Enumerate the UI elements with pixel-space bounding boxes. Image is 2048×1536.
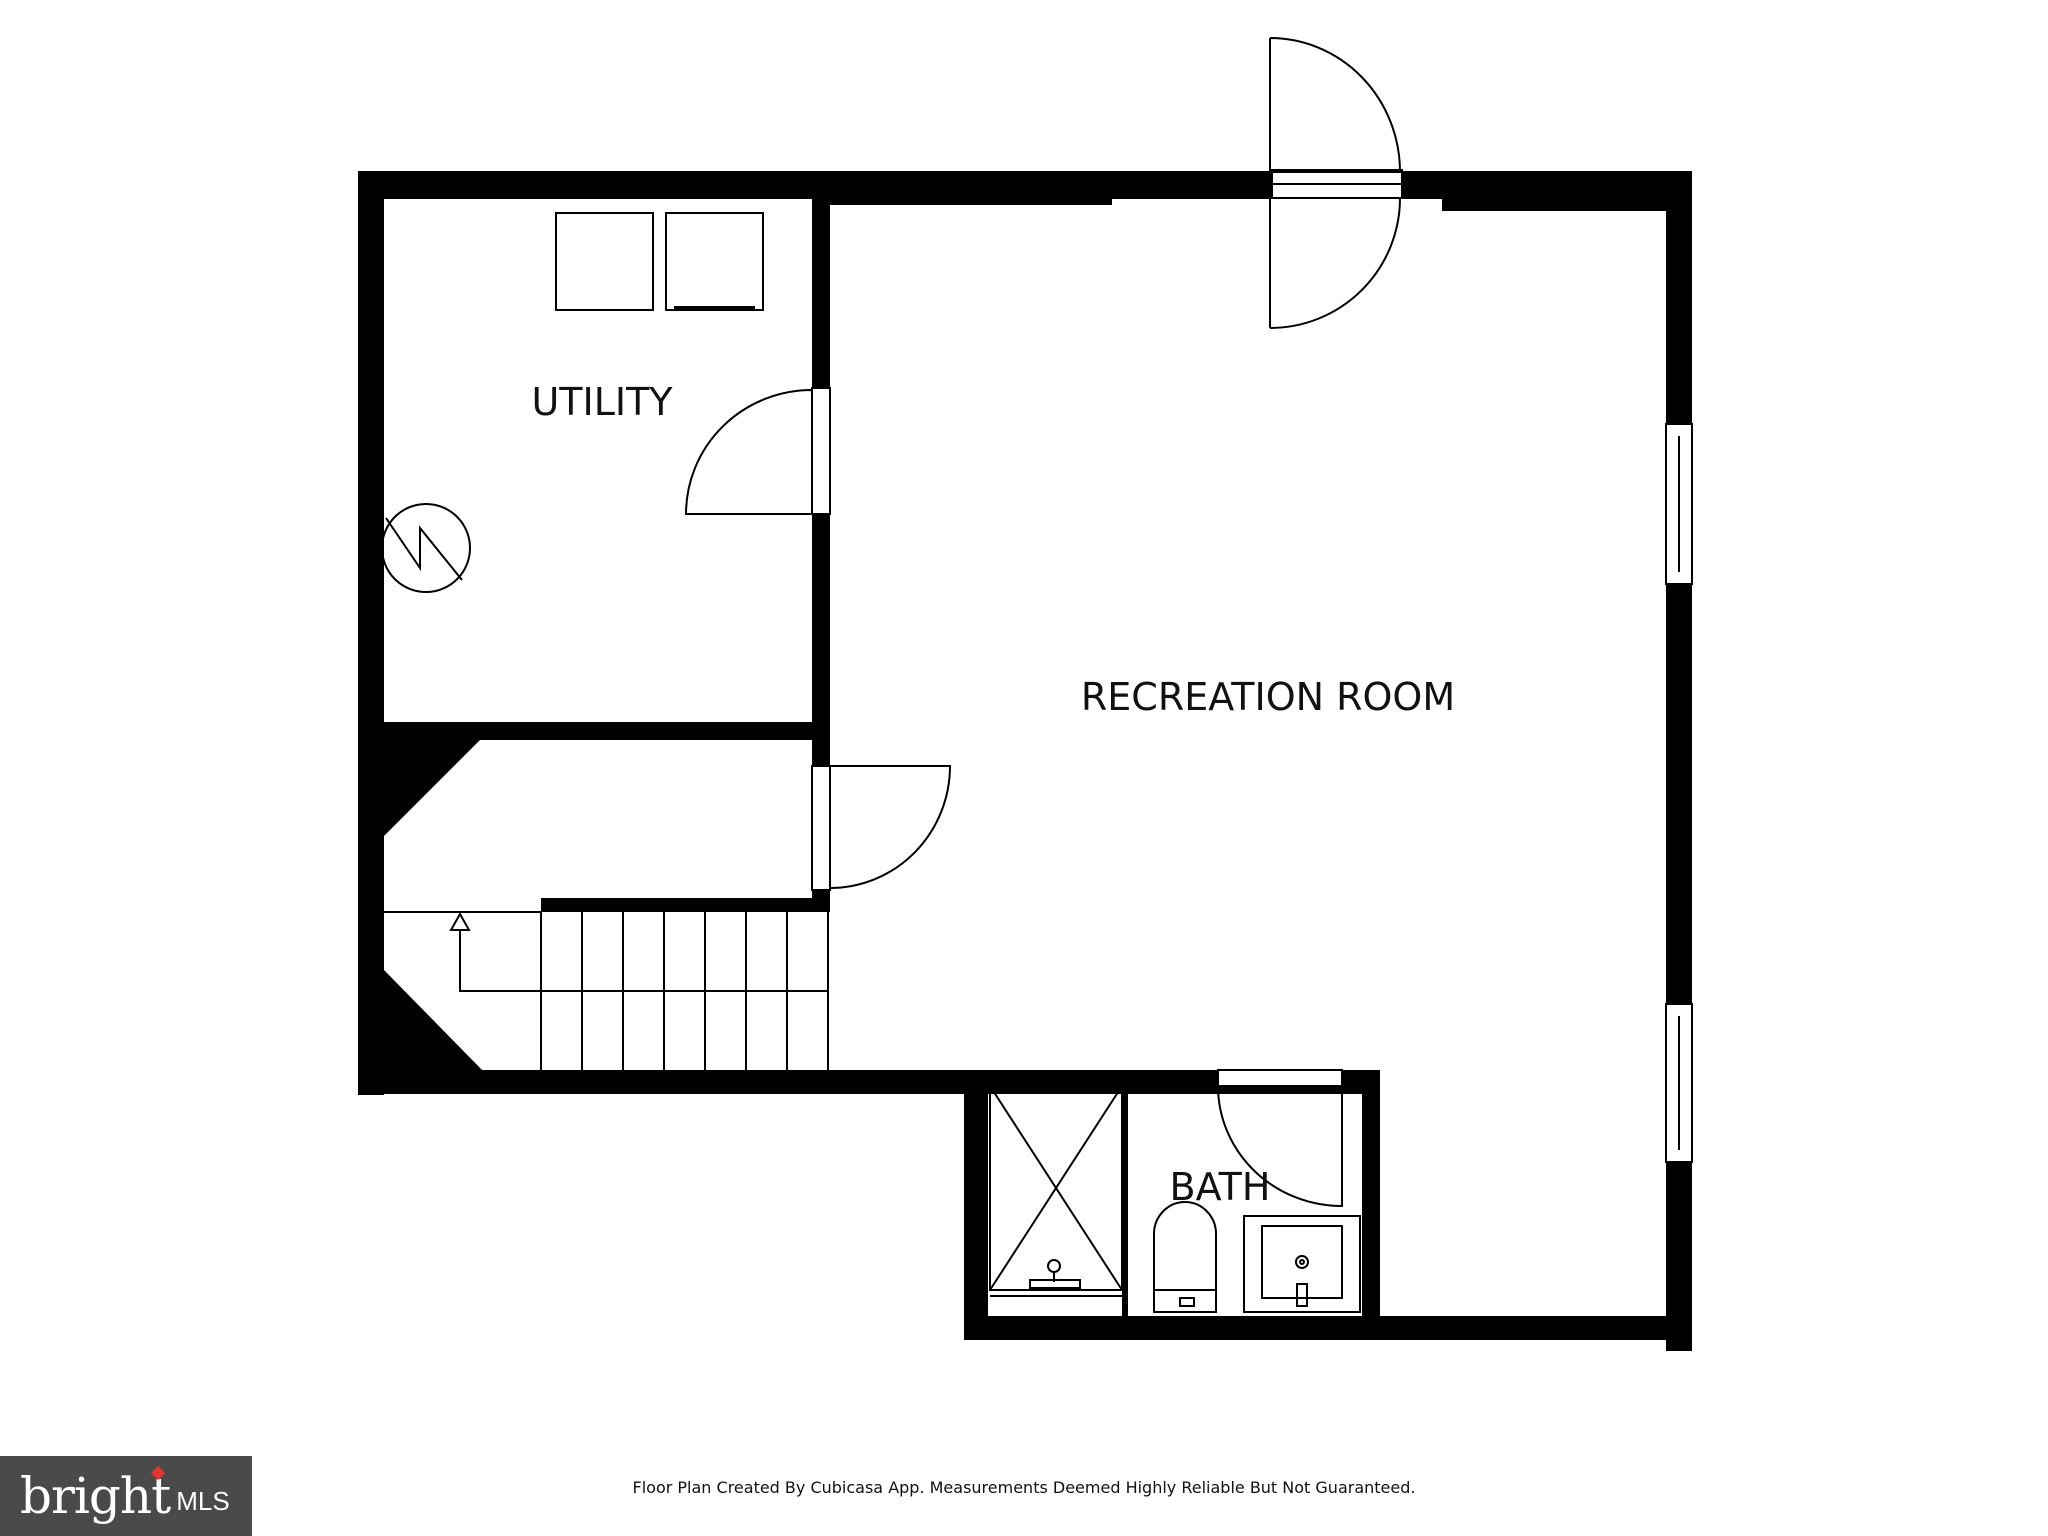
sink-basin bbox=[1261, 1225, 1343, 1299]
bright-mls-logo: bright MLS bbox=[0, 1456, 252, 1536]
vanity-outer bbox=[1243, 1215, 1361, 1313]
stair-corner-bottom bbox=[384, 970, 484, 1072]
wall-bottom bbox=[964, 1316, 1692, 1340]
room-label-utility: UTILITY bbox=[531, 380, 673, 424]
toilet-tank bbox=[1153, 1289, 1217, 1313]
bath-door-gap bbox=[1217, 1069, 1343, 1087]
water-heater bbox=[381, 503, 471, 593]
utility-door-gap bbox=[811, 387, 831, 515]
entry-door-swing-in bbox=[1269, 197, 1402, 329]
footer-disclaimer: Floor Plan Created By Cubicasa App. Meas… bbox=[632, 1478, 1416, 1497]
stair-door-swing bbox=[829, 765, 952, 889]
bath-fixtures bbox=[989, 1085, 1361, 1313]
openings bbox=[811, 169, 1693, 1163]
stair-arrow-line bbox=[459, 918, 541, 992]
washer bbox=[555, 212, 654, 311]
wall-top-inner bbox=[826, 197, 1112, 205]
door-swings bbox=[684, 37, 1402, 1208]
logo-mls: MLS bbox=[176, 1485, 230, 1516]
stair-corner-top bbox=[384, 740, 480, 836]
bath-door-swing bbox=[1216, 1085, 1343, 1208]
wall-bath-right bbox=[1362, 1070, 1380, 1340]
stair-arrow-head bbox=[449, 911, 471, 931]
shower-diag-2 bbox=[989, 1085, 1123, 1291]
sink-drain-outer bbox=[1295, 1255, 1309, 1269]
entry-door-swing-out bbox=[1269, 37, 1402, 173]
wall-right bbox=[1666, 171, 1692, 1351]
toilet-handle bbox=[1179, 1297, 1195, 1307]
wall-utility-bottom bbox=[360, 722, 830, 740]
wall-stair-upper bbox=[541, 898, 830, 912]
utility-door-swing bbox=[684, 389, 813, 515]
wall-shower bbox=[1122, 1085, 1128, 1317]
stair-door-gap bbox=[811, 765, 831, 891]
shower bbox=[989, 1085, 1123, 1291]
sink-faucet bbox=[1296, 1283, 1308, 1307]
logo-word: bright bbox=[20, 1467, 171, 1525]
room-label-bath: BATH bbox=[1170, 1165, 1271, 1209]
stairs bbox=[384, 911, 829, 1070]
wall-top bbox=[360, 171, 1691, 199]
wall-left bbox=[358, 171, 384, 1095]
wall-top-inner-right bbox=[1442, 197, 1692, 211]
walls bbox=[358, 171, 1692, 1351]
sink-drain-inner bbox=[1299, 1259, 1305, 1265]
dryer bbox=[665, 212, 764, 311]
toilet bbox=[1153, 1201, 1217, 1290]
wall-bath-left bbox=[964, 1070, 988, 1340]
shower-head bbox=[1047, 1259, 1061, 1273]
utility-fixtures bbox=[381, 212, 764, 593]
room-label-recreation: RECREATION ROOM bbox=[1081, 675, 1455, 719]
water-heater-symbol bbox=[385, 517, 463, 581]
wall-bottom-left bbox=[358, 1070, 1378, 1094]
